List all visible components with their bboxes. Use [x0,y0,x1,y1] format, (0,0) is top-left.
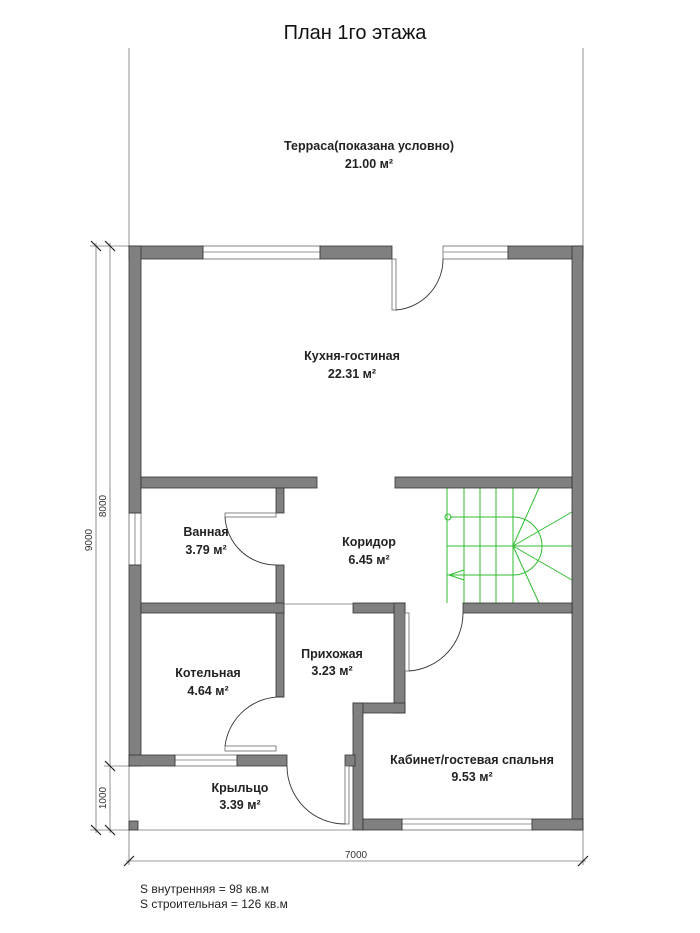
porch-outline [128,766,353,831]
dim-porch-height: 1000 [98,786,109,809]
boiler-door-leaf [224,745,277,752]
room-bathroom: Ванная 3.79 м² [183,525,228,557]
plan-title: План 1го этажа [284,22,428,44]
svg-text:9.53 м²: 9.53 м² [451,770,492,784]
room-kitchen-living: Кухня-гостиная 22.31 м² [304,349,400,381]
entry-door-leaf [344,765,350,825]
inner-area-note: S внутренняя = 98 кв.м [140,882,269,896]
dim-width: 7000 [345,850,368,861]
room-study: Кабинет/гостевая спальня 9.53 м² [390,753,554,784]
svg-text:Кухня-гостиная: Кухня-гостиная [304,349,400,363]
dimension-lines [90,240,589,867]
dim-total-height: 9000 [84,528,95,551]
room-terrace: Терраса(показана условно) 21.00 м² [284,139,454,171]
svg-text:Крыльцо: Крыльцо [212,781,269,795]
svg-text:Ванная: Ванная [183,525,228,539]
svg-text:21.00 м²: 21.00 м² [345,157,393,171]
stair-start-icon [444,513,452,521]
kitchen-door-leaf [391,258,397,311]
room-hallway: Прихожая 3.23 м² [301,647,363,678]
svg-text:Котельная: Котельная [175,666,240,680]
stair-arrow-icon [447,569,465,581]
svg-text:3.23 м²: 3.23 м² [311,664,352,678]
dim-house-height: 8000 [98,494,109,517]
room-boiler: Котельная 4.64 м² [175,666,240,698]
terrace-outline [128,48,584,246]
staircase [444,487,573,604]
svg-text:Кабинет/гостевая спальня: Кабинет/гостевая спальня [390,753,554,767]
room-corridor: Коридор 6.45 м² [342,535,396,567]
svg-text:6.45 м²: 6.45 м² [348,553,389,567]
bedroom-door-leaf [404,612,410,672]
svg-text:Прихожая: Прихожая [301,647,363,661]
svg-text:3.79 м²: 3.79 м² [185,543,226,557]
svg-text:4.64 м²: 4.64 м² [187,684,228,698]
bathroom-door-leaf [224,512,277,518]
room-porch: Крыльцо 3.39 м² [212,781,269,812]
doors [224,258,464,825]
svg-text:Терраса(показана условно): Терраса(показана условно) [284,139,454,153]
build-area-note: S строительная = 126 кв.м [140,897,288,911]
svg-text:3.39 м²: 3.39 м² [219,798,260,812]
svg-text:22.31 м²: 22.31 м² [328,367,376,381]
svg-text:Коридор: Коридор [342,535,396,549]
